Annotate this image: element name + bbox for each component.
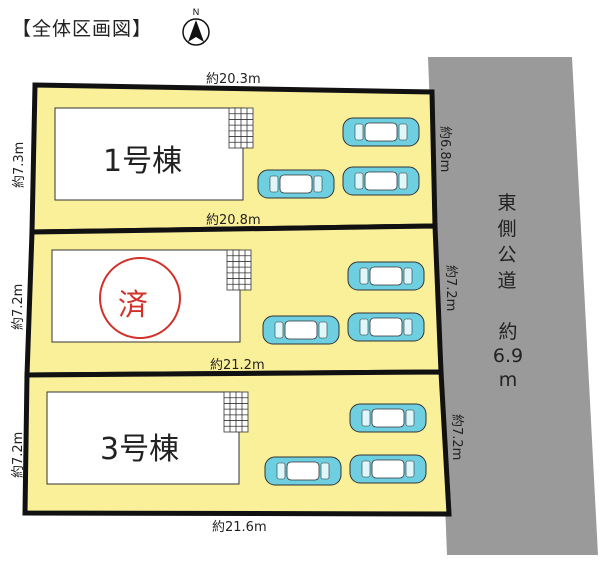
- lot-1-left-dimension: 約7.3m: [12, 141, 27, 188]
- page-title: 【全体区画図】: [12, 18, 153, 40]
- parked-car-icon: [257, 169, 335, 199]
- house-1-footprint: [54, 107, 244, 201]
- balcony-grid: [226, 249, 252, 291]
- lot-1-bottom-dimension: 約20.8m: [206, 213, 261, 228]
- lot-2-left-dimension: 約7.2m: [11, 283, 26, 330]
- parked-car-icon: [349, 403, 427, 433]
- road-width-unit: m: [498, 369, 518, 391]
- lot-3-right-dimension: 約7.2m: [449, 414, 464, 461]
- sold-mark: 済: [118, 288, 148, 323]
- balcony-grid: [228, 107, 254, 149]
- lot-2-right-dimension: 約7.2m: [443, 265, 458, 312]
- sold-circle: [99, 257, 181, 339]
- house-3-footprint: [46, 391, 240, 485]
- parked-car-icon: [349, 454, 427, 484]
- lot-1-right-dimension: 約6.8m: [437, 126, 452, 173]
- parked-car-icon: [262, 315, 340, 345]
- lot-2-bottom-dimension: 約21.2m: [210, 358, 265, 373]
- parked-car-icon: [342, 166, 420, 196]
- balcony-grid: [223, 391, 249, 433]
- road-width-value: 6.9: [492, 345, 524, 367]
- lot-1-top-dimension: 約20.3m: [206, 72, 261, 87]
- parked-car-icon: [342, 117, 420, 147]
- parked-car-icon: [347, 261, 425, 291]
- parked-car-icon: [347, 312, 425, 342]
- road-width: 約 6.9 m: [478, 320, 538, 392]
- lot-3-bottom-dimension: 約21.6m: [212, 520, 267, 535]
- parked-car-icon: [264, 456, 342, 486]
- road-label: 東側公道: [497, 192, 517, 292]
- lot-3-left-dimension: 約7.2m: [11, 431, 26, 478]
- road-width-prefix: 約: [498, 321, 518, 343]
- house-1-label: 1号棟: [103, 144, 183, 179]
- house-3-label: 3号棟: [100, 432, 180, 467]
- north-mark: N: [193, 7, 200, 17]
- house-2-footprint: [51, 249, 241, 343]
- east-public-road: [428, 57, 598, 555]
- north-arrow-icon: [182, 18, 210, 46]
